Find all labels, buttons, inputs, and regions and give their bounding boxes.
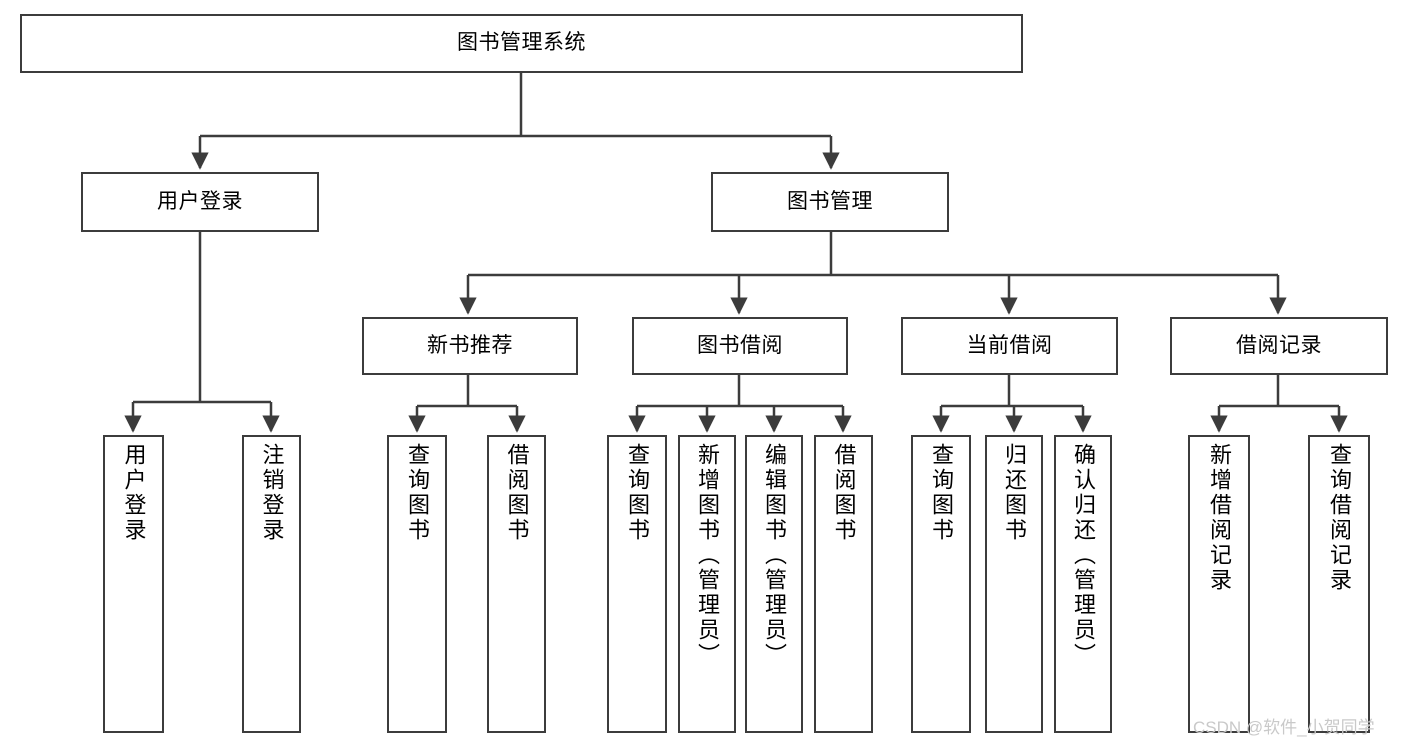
node-user-login[interactable]: 用户登录 <box>81 172 319 232</box>
csdn-watermark: CSDN @软件_小贺同学 <box>1193 718 1375 737</box>
node-leaf-cur-query[interactable]: 查询图书 <box>911 435 971 733</box>
node-leaf-user-logout[interactable]: 注销登录 <box>242 435 301 733</box>
node-leaf-cur-return[interactable]: 归还图书 <box>985 435 1043 733</box>
node-book-borrow[interactable]: 图书借阅 <box>632 317 848 375</box>
node-leaf-rec-query-book-label: 查询图书 <box>405 443 430 543</box>
node-borrow-record-label: 借阅记录 <box>1236 333 1322 357</box>
node-leaf-user-login-label: 用户登录 <box>121 443 147 543</box>
node-book-borrow-label: 图书借阅 <box>697 333 783 357</box>
node-leaf-user-login[interactable]: 用户登录 <box>103 435 164 733</box>
node-book-mgmt-label: 图书管理 <box>787 189 873 213</box>
node-leaf-borrow-lend[interactable]: 借阅图书 <box>814 435 873 733</box>
node-root[interactable]: 图书管理系统 <box>20 14 1023 73</box>
node-leaf-cur-return-label: 归还图书 <box>1002 443 1027 543</box>
node-user-login-label: 用户登录 <box>157 189 243 213</box>
node-borrow-record[interactable]: 借阅记录 <box>1170 317 1388 375</box>
node-leaf-cur-confirm[interactable]: 确认归还（管理员） <box>1054 435 1112 733</box>
node-leaf-rec-add[interactable]: 新增借阅记录 <box>1188 435 1250 733</box>
node-leaf-rec-query[interactable]: 查询借阅记录 <box>1308 435 1370 733</box>
node-leaf-rec-borrow-book-label: 借阅图书 <box>504 443 530 543</box>
node-leaf-borrow-add-label: 新增图书（管理员） <box>695 443 720 668</box>
node-leaf-cur-confirm-label: 确认归还（管理员） <box>1071 443 1096 668</box>
node-leaf-rec-borrow-book[interactable]: 借阅图书 <box>487 435 546 733</box>
node-leaf-borrow-query-label: 查询图书 <box>625 443 650 543</box>
node-current-borrow-label: 当前借阅 <box>966 333 1053 357</box>
node-current-borrow[interactable]: 当前借阅 <box>901 317 1118 375</box>
node-new-book-rec[interactable]: 新书推荐 <box>362 317 578 375</box>
node-leaf-borrow-lend-label: 借阅图书 <box>831 443 857 543</box>
node-leaf-cur-query-label: 查询图书 <box>929 443 954 543</box>
node-leaf-rec-add-label: 新增借阅记录 <box>1207 443 1232 593</box>
node-root-label: 图书管理系统 <box>457 31 586 55</box>
node-leaf-user-logout-label: 注销登录 <box>259 443 285 543</box>
node-new-book-rec-label: 新书推荐 <box>427 333 513 357</box>
node-leaf-borrow-edit[interactable]: 编辑图书（管理员） <box>745 435 803 733</box>
node-leaf-rec-query-label: 查询借阅记录 <box>1327 443 1352 593</box>
node-leaf-borrow-add[interactable]: 新增图书（管理员） <box>678 435 736 733</box>
node-book-mgmt[interactable]: 图书管理 <box>711 172 949 232</box>
node-leaf-borrow-edit-label: 编辑图书（管理员） <box>762 443 787 668</box>
node-leaf-borrow-query[interactable]: 查询图书 <box>607 435 667 733</box>
node-leaf-rec-query-book[interactable]: 查询图书 <box>387 435 447 733</box>
